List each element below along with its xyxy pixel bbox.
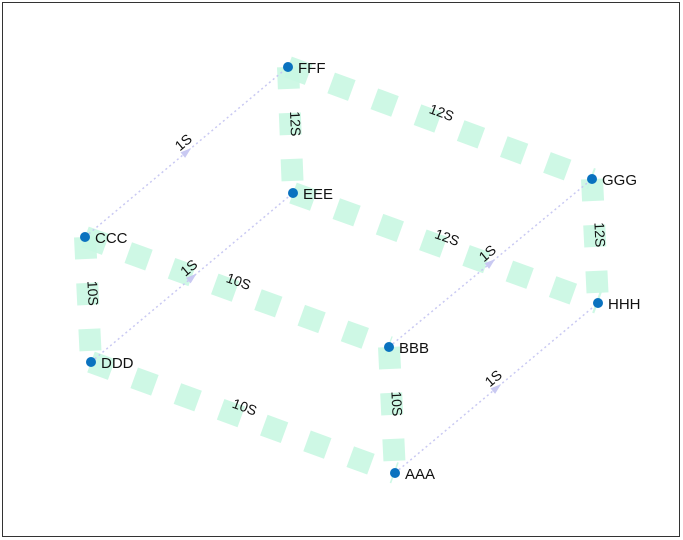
edge-bbb-ggg: 1S xyxy=(388,178,593,348)
node-dot-icon xyxy=(80,232,90,242)
edge-label: 1S xyxy=(172,131,195,154)
edge-ddd-aaa: 10S xyxy=(87,351,399,484)
edge-line xyxy=(284,56,596,190)
node-dot-icon xyxy=(283,62,293,72)
edge-line xyxy=(277,66,304,194)
edge-arrow-icon xyxy=(490,384,502,394)
node-dot-icon xyxy=(288,188,298,198)
edge-ccc-ddd: 10S xyxy=(74,236,102,363)
node-ccc[interactable]: CCC xyxy=(80,230,128,247)
edge-arrow-icon xyxy=(180,148,192,158)
edge-ccc-fff: 1S xyxy=(84,66,289,238)
node-aaa[interactable]: AAA xyxy=(390,466,435,483)
node-eee[interactable]: EEE xyxy=(288,186,333,203)
node-fff[interactable]: FFF xyxy=(283,60,326,77)
node-label: DDD xyxy=(101,355,134,372)
edge-label: 10S xyxy=(84,280,101,306)
node-label: GGG xyxy=(602,172,637,189)
edge-fff-ggg: 12S xyxy=(284,56,596,190)
edge-line xyxy=(84,66,289,238)
node-ggg[interactable]: GGG xyxy=(587,172,637,189)
edge-line xyxy=(81,226,393,358)
edge-line xyxy=(581,178,609,304)
edge-line xyxy=(394,302,599,474)
edge-bbb-aaa: 10S xyxy=(378,346,406,474)
edge-label: 12S xyxy=(287,111,304,137)
edge-arrow-icon xyxy=(484,259,496,269)
edge-arrow-icon xyxy=(186,273,197,284)
edge-aaa-hhh: 1S xyxy=(394,302,599,474)
edge-fff-eee: 12S xyxy=(277,66,304,194)
node-hhh[interactable]: HHH xyxy=(593,296,641,313)
node-ddd[interactable]: DDD xyxy=(86,355,134,372)
edge-line xyxy=(87,351,399,484)
edge-ccc-bbb: 10S xyxy=(81,226,393,358)
edge-ddd-eee: 1S xyxy=(90,192,294,363)
edge-label: 12S xyxy=(591,222,608,248)
edge-label: 1S xyxy=(482,367,505,390)
node-dot-icon xyxy=(593,298,603,308)
node-dot-icon xyxy=(384,342,394,352)
edge-label: 12S xyxy=(433,226,462,250)
node-label: BBB xyxy=(399,340,429,357)
node-label: CCC xyxy=(95,230,128,247)
node-label: HHH xyxy=(608,296,641,313)
edge-label: 10S xyxy=(224,270,253,294)
node-bbb[interactable]: BBB xyxy=(384,340,429,357)
nodes-layer: FFF EEE CCC DDD GGG HHH BBB AAA xyxy=(80,60,641,483)
edge-line xyxy=(74,236,102,363)
edge-line xyxy=(378,346,406,474)
edge-ggg-hhh: 12S xyxy=(581,178,609,304)
node-dot-icon xyxy=(587,174,597,184)
node-label: EEE xyxy=(303,186,333,203)
edge-line xyxy=(289,182,602,314)
node-label: AAA xyxy=(405,466,435,483)
edge-label: 10S xyxy=(388,391,405,417)
node-dot-icon xyxy=(86,357,96,367)
edge-eee-hhh: 12S xyxy=(289,182,602,314)
node-dot-icon xyxy=(390,468,400,478)
node-label: FFF xyxy=(298,60,326,77)
